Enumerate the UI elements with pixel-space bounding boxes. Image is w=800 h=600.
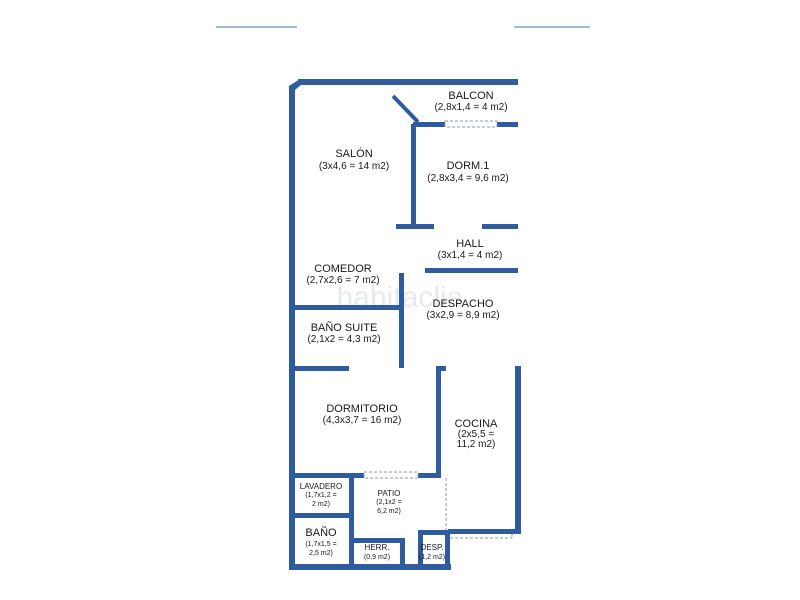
room-lavadero-area-line2: 2 m2) bbox=[312, 501, 330, 508]
wall-bano-right bbox=[349, 518, 354, 568]
room-comedor-area: (2,7x2,6 = 7 m2) bbox=[306, 275, 379, 286]
room-comedor-name: COMEDOR bbox=[314, 263, 372, 275]
room-salon-area: (3x4,6 = 14 m2) bbox=[319, 161, 389, 172]
room-hall-area: (3x1,4 = 4 m2) bbox=[438, 250, 503, 261]
wall-top bbox=[298, 79, 518, 85]
wall-dorm1-left bbox=[411, 124, 416, 228]
room-herr-area: (0,9 m2) bbox=[364, 554, 390, 561]
wall-desp-top bbox=[418, 530, 450, 535]
wall-desp-left bbox=[418, 530, 423, 568]
walls bbox=[289, 79, 521, 570]
wall-balcon-bottom-right bbox=[497, 122, 518, 127]
wall-dormitorio-bottom-right bbox=[418, 473, 441, 478]
room-cocina: COCINA (2x5,5 = 11,2 m2) bbox=[455, 418, 498, 450]
room-balcon: BALCON (2,8x1,4 = 4 m2) bbox=[434, 90, 507, 113]
room-patio-area-line2: 6,2 m2) bbox=[377, 508, 401, 515]
room-cocina-area-line2: 11,2 m2) bbox=[457, 439, 496, 450]
room-bano-suite: BAÑO SUITE (2,1x2 = 4,3 m2) bbox=[307, 321, 380, 345]
room-balcon-area: (2,8x1,4 = 4 m2) bbox=[434, 102, 507, 113]
room-cocina-name: COCINA bbox=[455, 418, 498, 430]
wall-cocina-right bbox=[515, 366, 521, 534]
wall-balcon-bottom-left bbox=[413, 122, 445, 127]
room-herr-name: HERR. bbox=[365, 543, 390, 552]
room-desp-name: DESP. bbox=[421, 543, 444, 552]
room-desp: DESP. (1,2 m2) bbox=[419, 543, 445, 561]
room-patio-area-line1: (2,1x2 = bbox=[376, 499, 402, 506]
door-balcon bbox=[391, 94, 420, 124]
room-dorm1-area: (2,8x3,4 = 9,6 m2) bbox=[427, 173, 508, 184]
room-bano-suite-area: (2,1x2 = 4,3 m2) bbox=[307, 334, 380, 345]
wall-comedor-bottom bbox=[289, 305, 404, 310]
room-salon-name: SALÓN bbox=[335, 147, 372, 160]
room-dormitorio: DORMITORIO (4,3x3,7 = 16 m2) bbox=[323, 403, 402, 426]
wall-cocina-left bbox=[436, 366, 441, 476]
room-hall: HALL (3x1,4 = 4 m2) bbox=[438, 238, 503, 261]
room-lavadero-name: LAVADERO bbox=[300, 482, 342, 491]
room-comedor: COMEDOR (2,7x2,6 = 7 m2) bbox=[306, 263, 379, 286]
room-hall-name: HALL bbox=[456, 238, 484, 250]
room-dorm1-name: DORM.1 bbox=[447, 160, 490, 172]
room-patio-name: PATIO bbox=[378, 489, 401, 498]
room-bano-area-line2: 2,5 m2) bbox=[309, 550, 333, 557]
wall-lavadero-bottom bbox=[289, 513, 351, 518]
room-despacho-area: (3x2,9 = 8,9 m2) bbox=[426, 310, 499, 321]
room-lavadero-area-line1: (1,7x1,2 = bbox=[305, 492, 336, 499]
wall-cocina-bottom bbox=[448, 529, 521, 534]
room-despacho: DESPACHO (3x2,9 = 8,9 m2) bbox=[426, 298, 499, 321]
room-bano-area-line1: (1,7x1,5 = bbox=[305, 541, 336, 548]
wall-suite-bottom bbox=[289, 366, 349, 371]
wall-dorm1-bottom-right bbox=[482, 224, 518, 229]
room-dormitorio-name: DORMITORIO bbox=[326, 403, 398, 415]
wall-herr-right bbox=[400, 538, 405, 568]
room-balcon-name: BALCON bbox=[448, 90, 493, 102]
wall-herr-top bbox=[354, 538, 404, 543]
room-dorm1: DORM.1 (2,8x3,4 = 9,6 m2) bbox=[427, 160, 508, 184]
room-despacho-name: DESPACHO bbox=[433, 298, 494, 310]
room-herr: HERR. (0,9 m2) bbox=[364, 543, 390, 561]
room-lavadero: LAVADERO (1,7x1,2 = 2 m2) bbox=[300, 482, 342, 508]
room-patio: PATIO (2,1x2 = 6,2 m2) bbox=[376, 489, 402, 515]
room-cocina-area-line1: (2x5,5 = bbox=[458, 429, 495, 440]
wall-left-exterior bbox=[289, 86, 295, 566]
room-bano-name: BAÑO bbox=[305, 526, 337, 539]
room-dormitorio-area: (4,3x3,7 = 16 m2) bbox=[323, 415, 402, 426]
wall-dormitorio-bottom-left bbox=[289, 473, 364, 478]
wall-despacho-left bbox=[399, 273, 404, 368]
room-desp-area: (1,2 m2) bbox=[419, 554, 445, 561]
wall-desp-right bbox=[445, 530, 450, 568]
window-balcon bbox=[444, 120, 498, 128]
room-bano-suite-name: BAÑO SUITE bbox=[311, 321, 378, 334]
opening-patio-top bbox=[363, 471, 419, 479]
room-bano: BAÑO (1,7x1,5 = 2,5 m2) bbox=[305, 526, 337, 557]
wall-dorm1-bottom-left bbox=[396, 224, 434, 229]
wall-lavadero-right bbox=[349, 473, 354, 533]
wall-bottom bbox=[289, 564, 451, 570]
room-salon: SALÓN (3x4,6 = 14 m2) bbox=[319, 147, 389, 172]
wall-hall-bottom bbox=[425, 268, 518, 273]
